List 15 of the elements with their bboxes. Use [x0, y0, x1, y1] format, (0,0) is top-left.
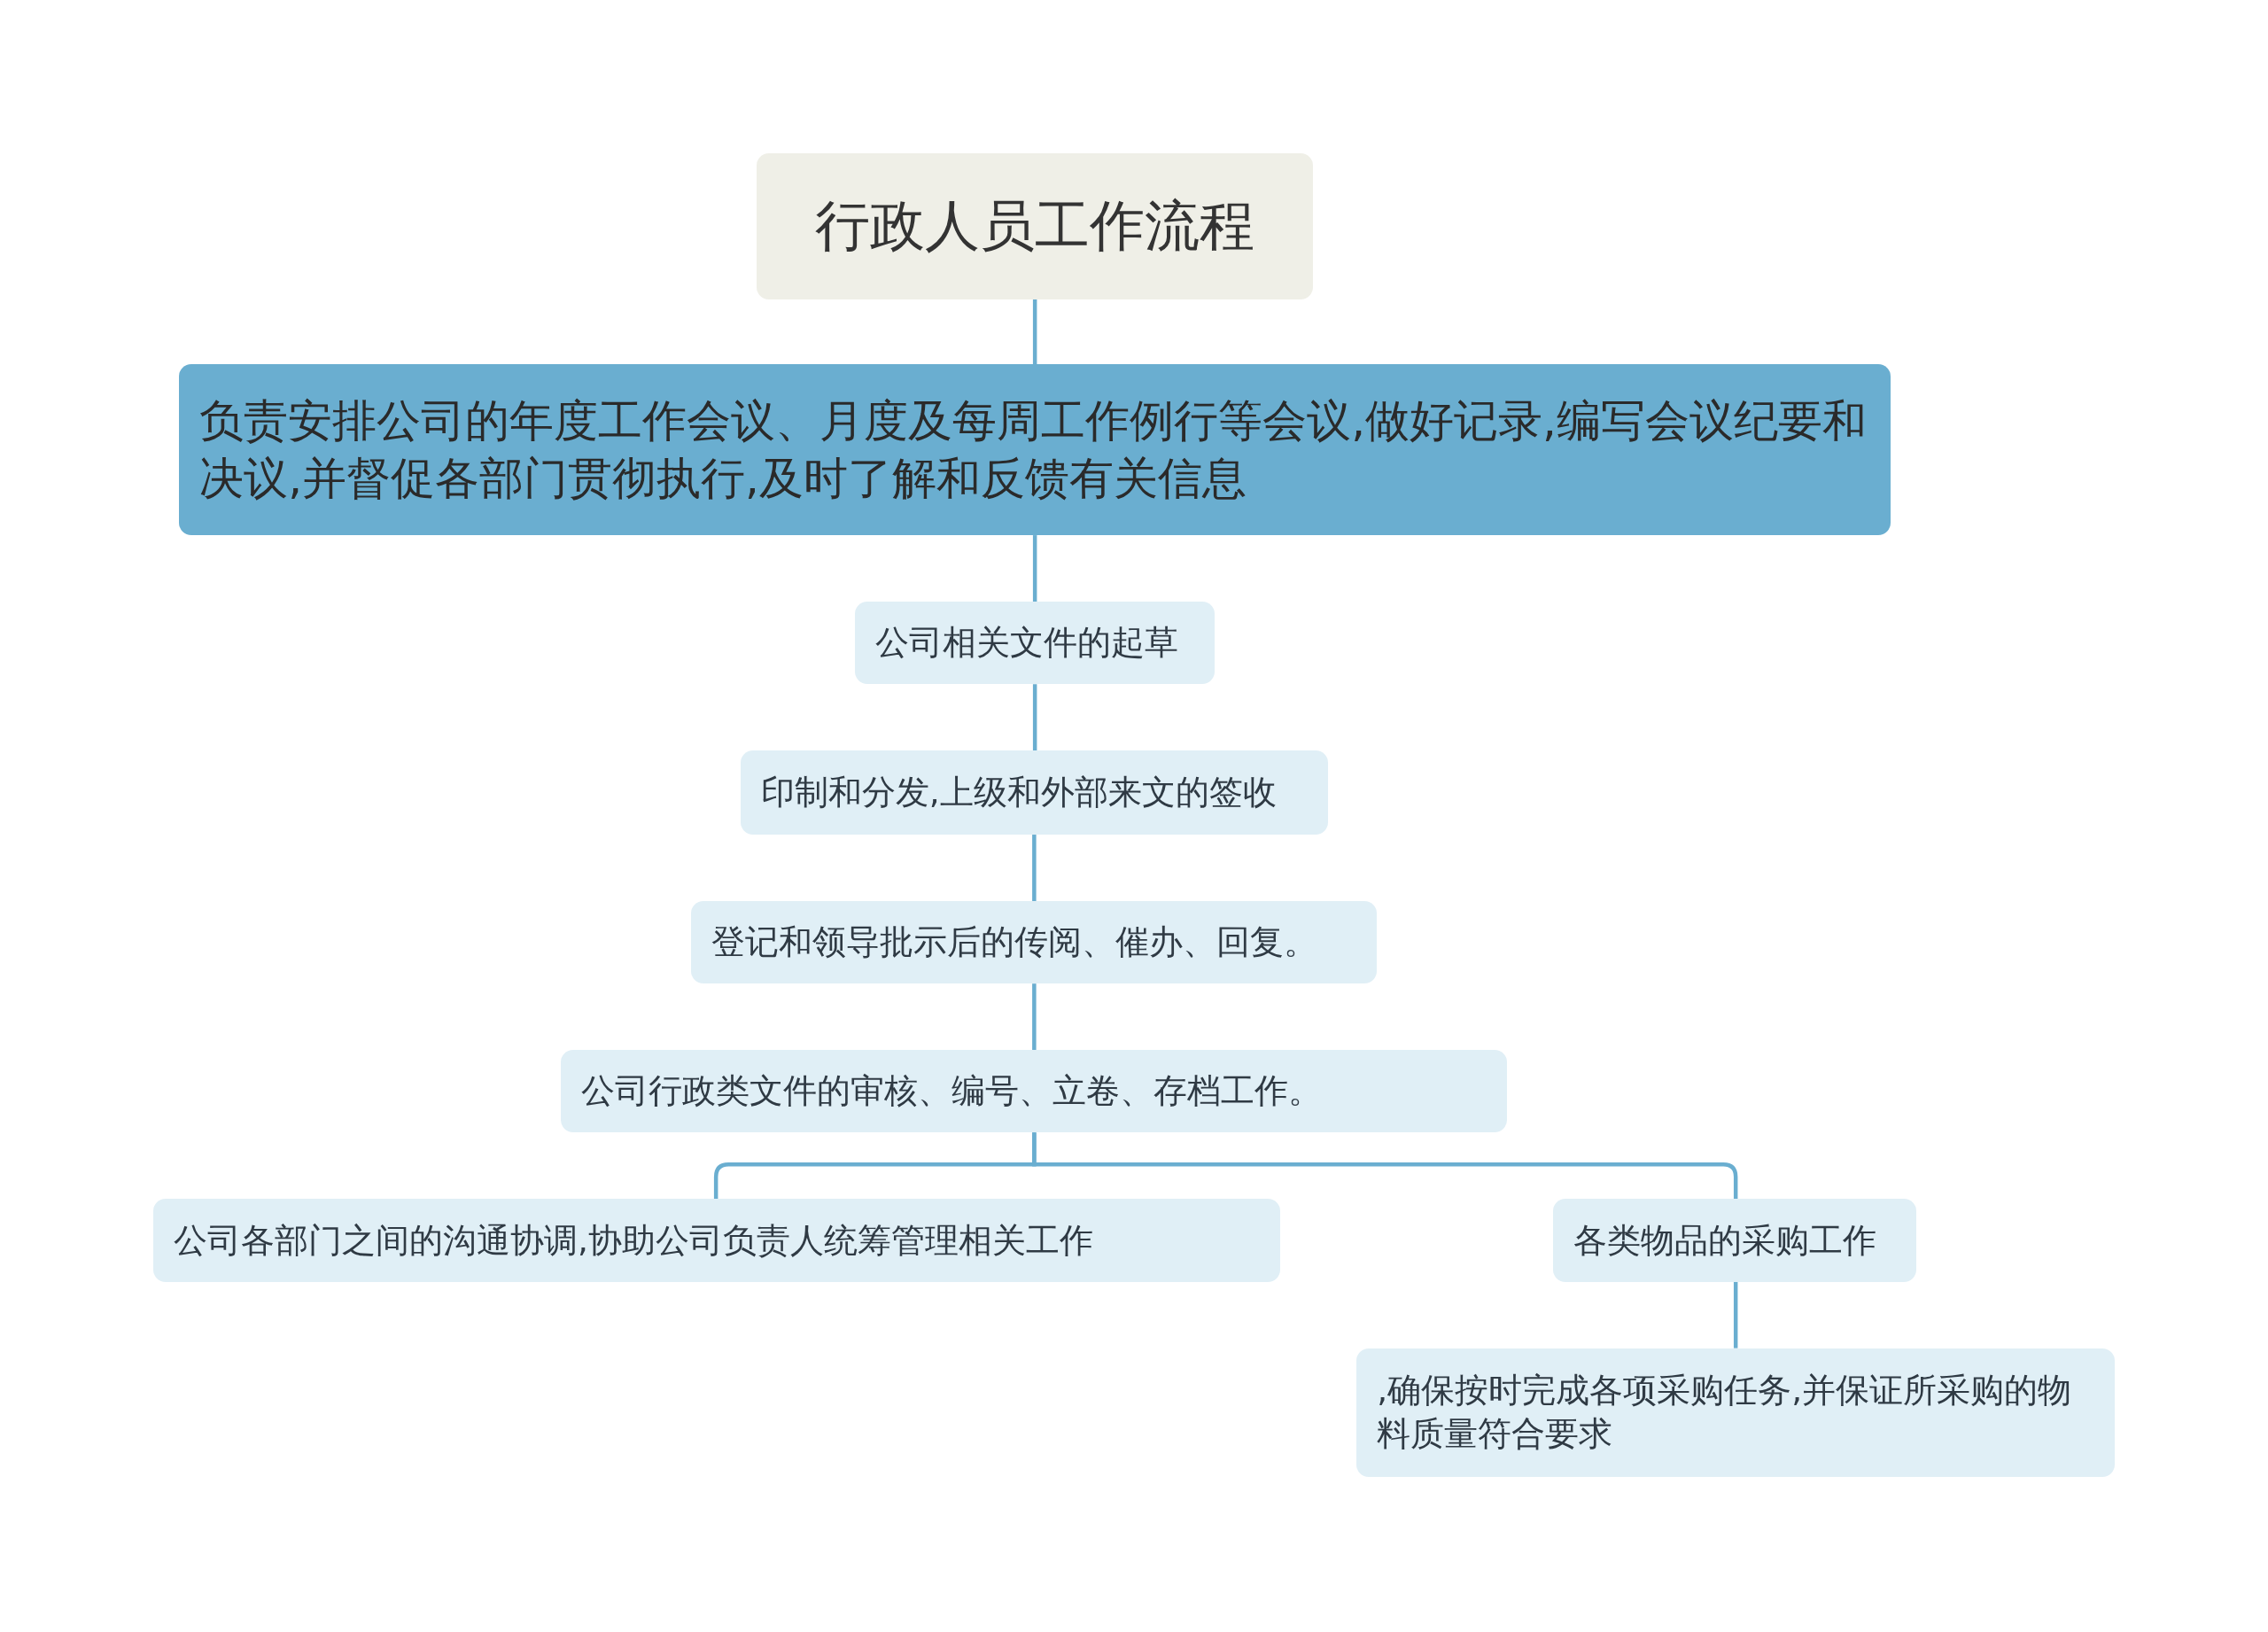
connector-line — [1733, 1281, 1738, 1348]
subtopic-box: 公司各部门之间的沟通协调,协助公司负责人统筹管理相关工作 — [153, 1199, 1280, 1282]
subtopic-box: 登记和领导批示后的传阅、催办、回复。 — [691, 901, 1378, 984]
connector-line — [1032, 299, 1037, 365]
connector-line — [1032, 684, 1037, 751]
subtopic-box: 公司相关文件的起草 — [854, 602, 1216, 685]
title-box: 行政人员工作流程 — [756, 153, 1314, 299]
subtopic-box: 印制和分发,上级和外部来文的签收 — [740, 750, 1328, 835]
subtopic-box: 公司行政类文件的审核、编号、立卷、存档工作。 — [561, 1050, 1508, 1133]
subtopic-box: 各类物品的采购工作 — [1553, 1199, 1917, 1282]
topic-box: 负责安排公司的年度工作会议、月度及每周工作例行等会议,做好记录,编写会议纪要和决议,并督促各部门贯彻执行,及时了解和反馈有关信息 — [179, 364, 1891, 536]
connector-line — [1032, 835, 1037, 902]
connector-line — [1032, 983, 1037, 1051]
connector-line — [1032, 535, 1037, 602]
subtopic-box: ,确保按时完成各项采购任务,并保证所采购的物料质量符合要求 — [1356, 1348, 2115, 1477]
